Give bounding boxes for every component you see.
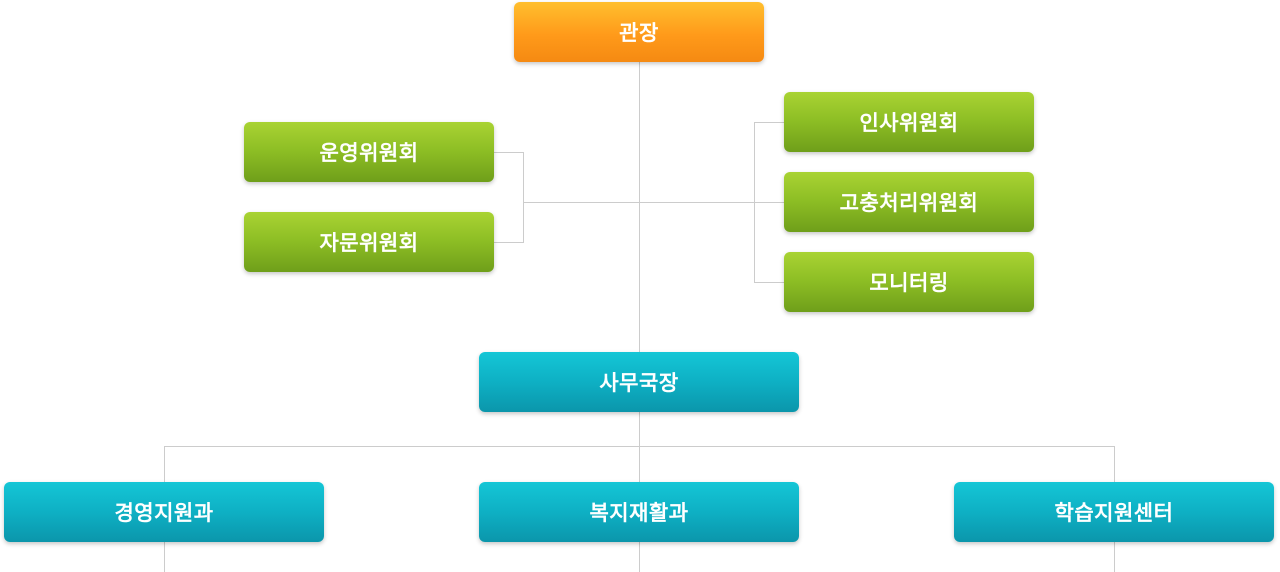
committee-box-personnel: 인사위원회 bbox=[784, 92, 1034, 152]
left-committee-bracket bbox=[494, 152, 524, 243]
committee-label: 모니터링 bbox=[869, 271, 949, 295]
department-box-management: 경영지원과 bbox=[4, 482, 324, 542]
secretary-general-box: 사무국장 bbox=[479, 352, 799, 412]
department-label: 복지재활과 bbox=[589, 501, 689, 525]
committee-label: 인사위원회 bbox=[859, 111, 959, 135]
committee-box-grievance: 고충처리위원회 bbox=[784, 172, 1034, 232]
department-box-welfare: 복지재활과 bbox=[479, 482, 799, 542]
committee-label: 고충처리위원회 bbox=[839, 191, 979, 215]
committee-box-monitoring: 모니터링 bbox=[784, 252, 1034, 312]
committee-box-advisory: 자문위원회 bbox=[244, 212, 494, 272]
department-label: 경영지원과 bbox=[114, 501, 214, 525]
department-label: 학습지원센터 bbox=[1054, 501, 1174, 525]
secretary-general-label: 사무국장 bbox=[599, 371, 679, 395]
committee-label: 운영위원회 bbox=[319, 141, 419, 165]
right-committee-bracket bbox=[754, 122, 785, 283]
director-label: 관장 bbox=[619, 21, 659, 45]
committee-label: 자문위원회 bbox=[319, 231, 419, 255]
department-box-learning-center: 학습지원센터 bbox=[954, 482, 1274, 542]
director-box: 관장 bbox=[514, 2, 764, 62]
committee-box-operations: 운영위원회 bbox=[244, 122, 494, 182]
